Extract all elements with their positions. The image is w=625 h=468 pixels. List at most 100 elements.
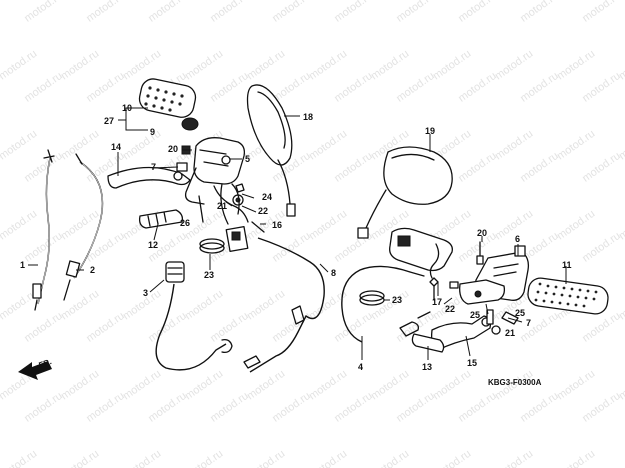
watermark-text: motod.ru	[183, 448, 225, 468]
watermark-text: motod.ru	[518, 150, 560, 185]
callout-23: 23	[204, 270, 214, 280]
watermark-text: motod.ru	[208, 0, 250, 25]
lever-dust-cover	[138, 209, 184, 229]
diagram-code: KBG3-F0300A	[488, 378, 542, 387]
callout-22b: 22	[445, 304, 455, 314]
watermark-text: motod.ru	[183, 48, 225, 83]
watermark-text: motod.ru	[208, 310, 250, 345]
watermark-text: motod.ru	[245, 0, 287, 2]
right-screws	[429, 241, 519, 335]
watermark-text: motod.ru	[555, 368, 597, 403]
watermark-text: motod.ru	[59, 448, 101, 468]
watermark-text: motod.ru	[518, 390, 560, 425]
watermark-text: motod.ru	[456, 70, 498, 105]
callout-23b: 23	[392, 295, 402, 305]
callout-25: 25	[470, 310, 480, 320]
callout-labels: 1 2 3 4 5 6 7 7 8 9 10 11 12 13 14 15 16…	[20, 103, 572, 372]
callout-4: 4	[358, 362, 363, 372]
throttle-cable-a	[32, 149, 55, 311]
watermark-text: motod.ru	[245, 448, 287, 468]
callout-10: 10	[122, 103, 132, 113]
watermark-text: motod.ru	[121, 48, 163, 83]
watermark-text: motod.ru	[456, 150, 498, 185]
watermark-text: motod.ru	[307, 448, 349, 468]
watermark-text: motod.ru	[0, 128, 39, 163]
watermark-text: motod.ru	[59, 368, 101, 403]
callout-19: 19	[425, 126, 435, 136]
watermark-text: motod.ru	[121, 448, 163, 468]
left-switch-housing	[184, 137, 249, 223]
watermark-text: motod.ru	[369, 0, 411, 2]
watermark-text: motod.ru	[431, 0, 473, 2]
callout-25b: 25	[515, 308, 525, 318]
watermark-text: motod.ru	[146, 390, 188, 425]
watermark-text: motod.ru	[369, 368, 411, 403]
watermark-text: motod.ru	[0, 0, 39, 2]
cable-clamp-left	[199, 238, 225, 254]
watermark-text: motod.ru	[431, 48, 473, 83]
left-switch-wires	[220, 183, 240, 225]
watermark-text: motod.ru	[183, 368, 225, 403]
callout-7: 7	[151, 162, 156, 172]
watermark-text: motod.ru	[369, 48, 411, 83]
watermark-text: motod.ru	[208, 390, 250, 425]
watermark-text: motod.ru	[0, 48, 39, 83]
callout-14: 14	[111, 142, 121, 152]
watermark-text: motod.ru	[183, 288, 225, 323]
callout-17: 17	[432, 297, 442, 307]
watermark-text: motod.ru	[22, 70, 64, 105]
watermark-text: motod.ru	[555, 0, 597, 2]
callout-20b: 20	[477, 228, 487, 238]
watermark-text: motod.ru	[580, 310, 622, 345]
watermark-text: motod.ru	[208, 70, 250, 105]
callout-15: 15	[467, 358, 477, 368]
callout-13: 13	[422, 362, 432, 372]
watermark-text: motod.ru	[84, 310, 126, 345]
mirror-left	[246, 84, 296, 217]
watermark-text: motod.ru	[555, 208, 597, 243]
watermark-text: motod.ru	[59, 128, 101, 163]
watermark-text: motod.ru	[307, 368, 349, 403]
cable-clamp-right	[359, 290, 385, 306]
watermark-text: motod.ru	[22, 150, 64, 185]
watermark-text: motod.ru	[332, 150, 374, 185]
watermark-text: motod.ru	[245, 368, 287, 403]
right-grip	[527, 277, 609, 315]
left-connector	[225, 225, 249, 253]
callout-18: 18	[303, 112, 313, 122]
callout-27: 27	[104, 116, 114, 126]
clutch-cable	[155, 261, 233, 371]
watermark-text: motod.ru	[307, 128, 349, 163]
watermark-text: motod.ru	[555, 128, 597, 163]
watermark-text: motod.ru	[183, 0, 225, 2]
watermark-text: motod.ru	[22, 390, 64, 425]
callout-22: 22	[258, 206, 268, 216]
watermark-text: motod.ru	[270, 390, 312, 425]
watermark-text: motod.ru	[580, 70, 622, 105]
callout-8: 8	[331, 268, 336, 278]
watermark-text: motod.ru	[493, 128, 535, 163]
watermark-text: motod.ru	[0, 0, 3, 25]
callout-5: 5	[245, 154, 250, 164]
watermark-text: motod.ru	[84, 390, 126, 425]
watermark-text: motod.ru	[369, 448, 411, 468]
leader-lines	[28, 107, 567, 360]
watermark-text: motod.ru	[307, 0, 349, 2]
mirror-right	[357, 146, 453, 239]
clutch-lever	[107, 166, 191, 189]
watermark-text: motod.ru	[493, 48, 535, 83]
callout-6: 6	[515, 234, 520, 244]
watermark-text: motod.ru	[518, 0, 560, 25]
brake-cable	[243, 237, 325, 373]
front-direction-arrow: FR.	[18, 357, 53, 380]
brake-lever-cover	[411, 333, 445, 353]
callout-16: 16	[272, 220, 282, 230]
watermark-text: motod.ru	[332, 310, 374, 345]
callout-26: 26	[180, 218, 190, 228]
watermark-text: motod.ru	[394, 0, 436, 25]
watermark-text: motod.ru	[493, 448, 535, 468]
watermark-text: motod.ru	[456, 390, 498, 425]
watermark-text: motod.ru	[307, 48, 349, 83]
callout-24: 24	[262, 192, 272, 202]
